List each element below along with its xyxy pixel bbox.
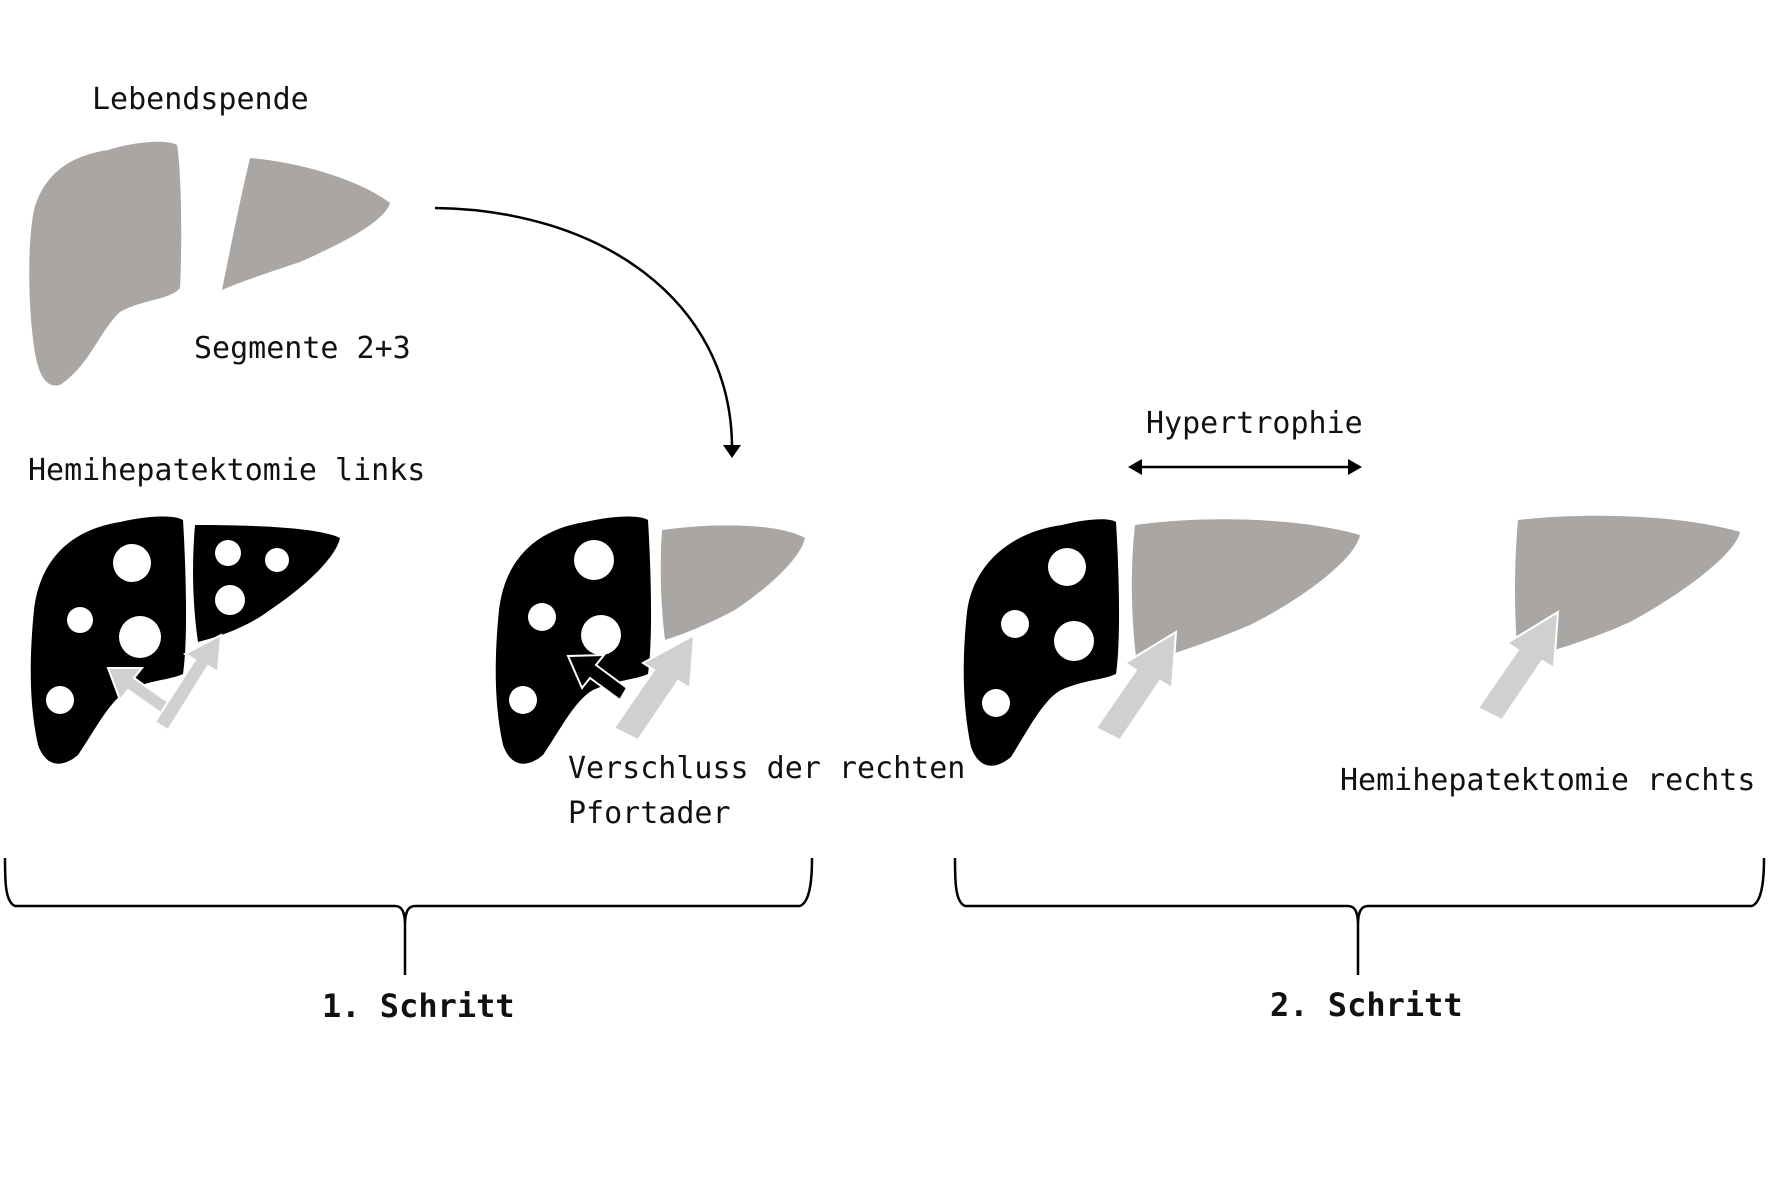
hypertrophy-arrowhead-right: [1348, 459, 1362, 475]
metastasis: [119, 616, 161, 658]
portal-vein-arrow-right: [153, 633, 223, 732]
metastasis: [509, 686, 537, 714]
label-step1: 1. Schritt: [322, 987, 515, 1025]
graft-portal-arrow: [612, 633, 696, 742]
label-verschluss-1: Verschluss der rechten: [568, 751, 965, 786]
liver1-left-lobe: [193, 525, 340, 642]
metastasis: [67, 607, 93, 633]
metastasis: [215, 540, 241, 566]
donor-right-lobe: [29, 141, 182, 386]
metastasis: [1048, 548, 1086, 586]
label-segmente: Segmente 2+3: [194, 331, 411, 366]
transfer-arrow: [434, 206, 734, 446]
liver4-graft: [1515, 515, 1740, 660]
metastasis: [574, 540, 614, 580]
label-step2: 2. Schritt: [1270, 986, 1463, 1024]
brace-step2: [953, 857, 1766, 975]
metastasis: [215, 585, 245, 615]
label-verschluss-2: Pfortader: [568, 796, 731, 831]
label-lebendspende: Lebendspende: [92, 82, 309, 117]
graft-portal-arrow: [1094, 630, 1178, 742]
metastasis: [1001, 610, 1029, 638]
label-hemihepatektomie-links: Hemihepatektomie links: [28, 453, 425, 488]
metastasis: [265, 548, 289, 572]
hypertrophy-arrowhead-left: [1128, 459, 1142, 475]
occluded-portal-arrow: [566, 653, 629, 702]
liver2-graft: [660, 525, 805, 640]
metastasis: [113, 544, 151, 582]
metastasis: [982, 689, 1010, 717]
metastasis: [581, 615, 621, 655]
liver3-hypertrophied-graft: [1131, 519, 1360, 665]
label-hypertrophie: Hypertrophie: [1146, 406, 1363, 441]
metastasis: [1054, 621, 1094, 661]
brace-step1: [3, 857, 814, 975]
portal-vein-arrow-left: [106, 667, 173, 718]
label-hemihepatektomie-rechts: Hemihepatektomie rechts: [1340, 763, 1755, 798]
transfer-arrowhead: [723, 445, 741, 458]
graft-portal-arrow: [1476, 610, 1560, 722]
metastasis: [46, 686, 74, 714]
metastasis: [528, 603, 556, 631]
donor-graft-segments: [222, 158, 390, 290]
